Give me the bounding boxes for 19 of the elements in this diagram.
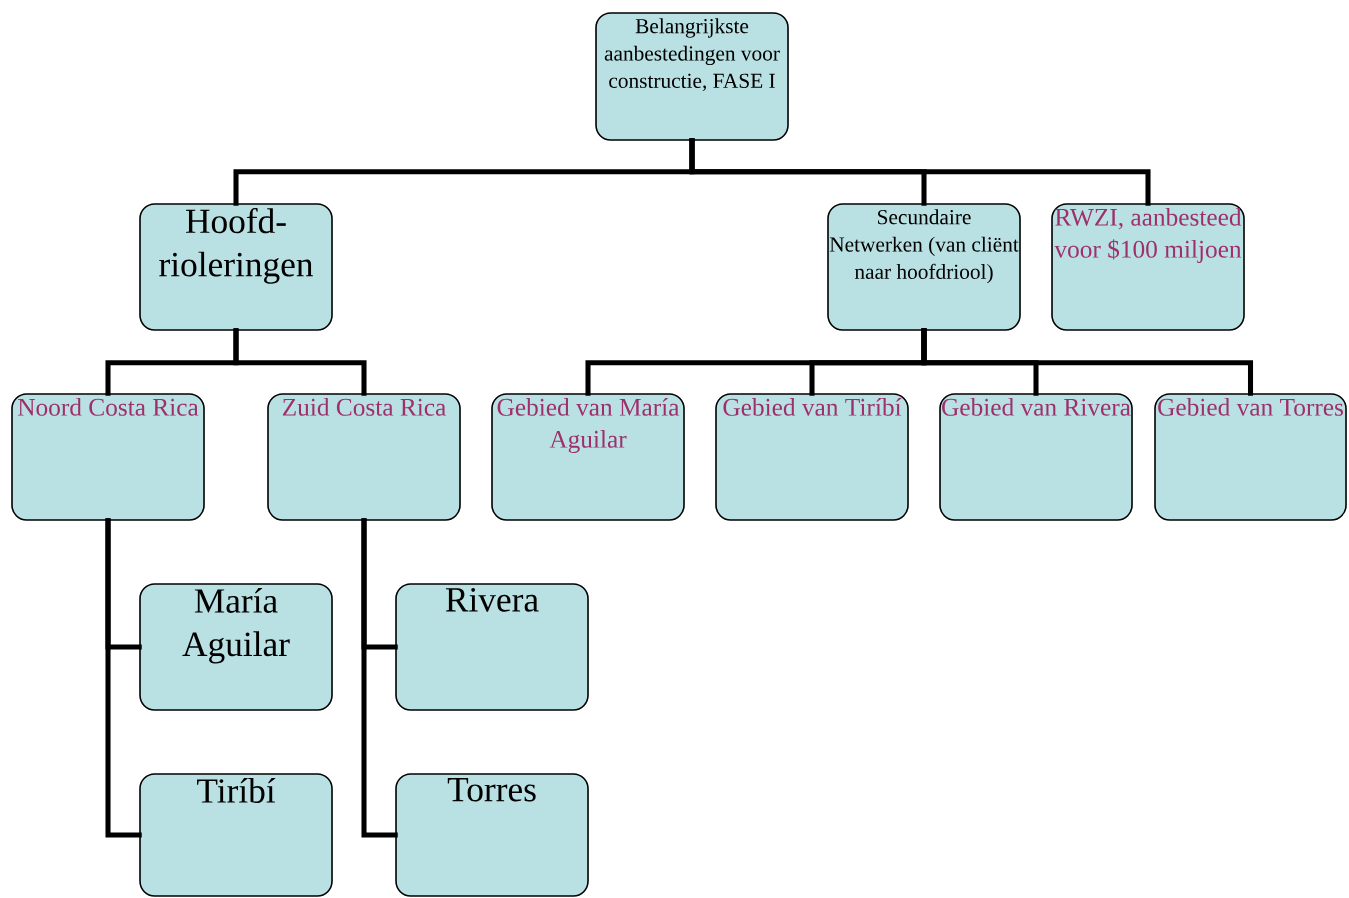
org-box: Gebied van Tiríbí bbox=[715, 393, 909, 521]
connector-line bbox=[105, 518, 142, 838]
connector-line bbox=[689, 138, 1151, 206]
org-box: Torres bbox=[395, 773, 589, 897]
connector-line bbox=[361, 518, 398, 838]
org-box: Tiríbí bbox=[139, 773, 333, 897]
connector-line bbox=[233, 328, 367, 396]
org-box: RWZI, aanbesteed voor $100 miljoen bbox=[1051, 203, 1245, 331]
org-box: Gebied van María Aguilar bbox=[491, 393, 685, 521]
org-box: Gebied van Rivera bbox=[939, 393, 1133, 521]
org-box: Secundaire Netwerken (van cliënt naar hoofdriool) bbox=[827, 203, 1021, 331]
org-box: Noord Costa Rica bbox=[11, 393, 205, 521]
org-box: Belangrijkste aanbestedingen voor constructie, FASE I bbox=[595, 12, 789, 141]
org-box: Hoofd- rioleringen bbox=[139, 203, 333, 331]
org-box: Zuid Costa Rica bbox=[267, 393, 461, 521]
org-box: Gebied van Torres bbox=[1154, 393, 1347, 521]
org-box: Rivera bbox=[395, 583, 589, 711]
connector-line bbox=[921, 328, 1254, 396]
org-box: María Aguilar bbox=[139, 583, 333, 711]
